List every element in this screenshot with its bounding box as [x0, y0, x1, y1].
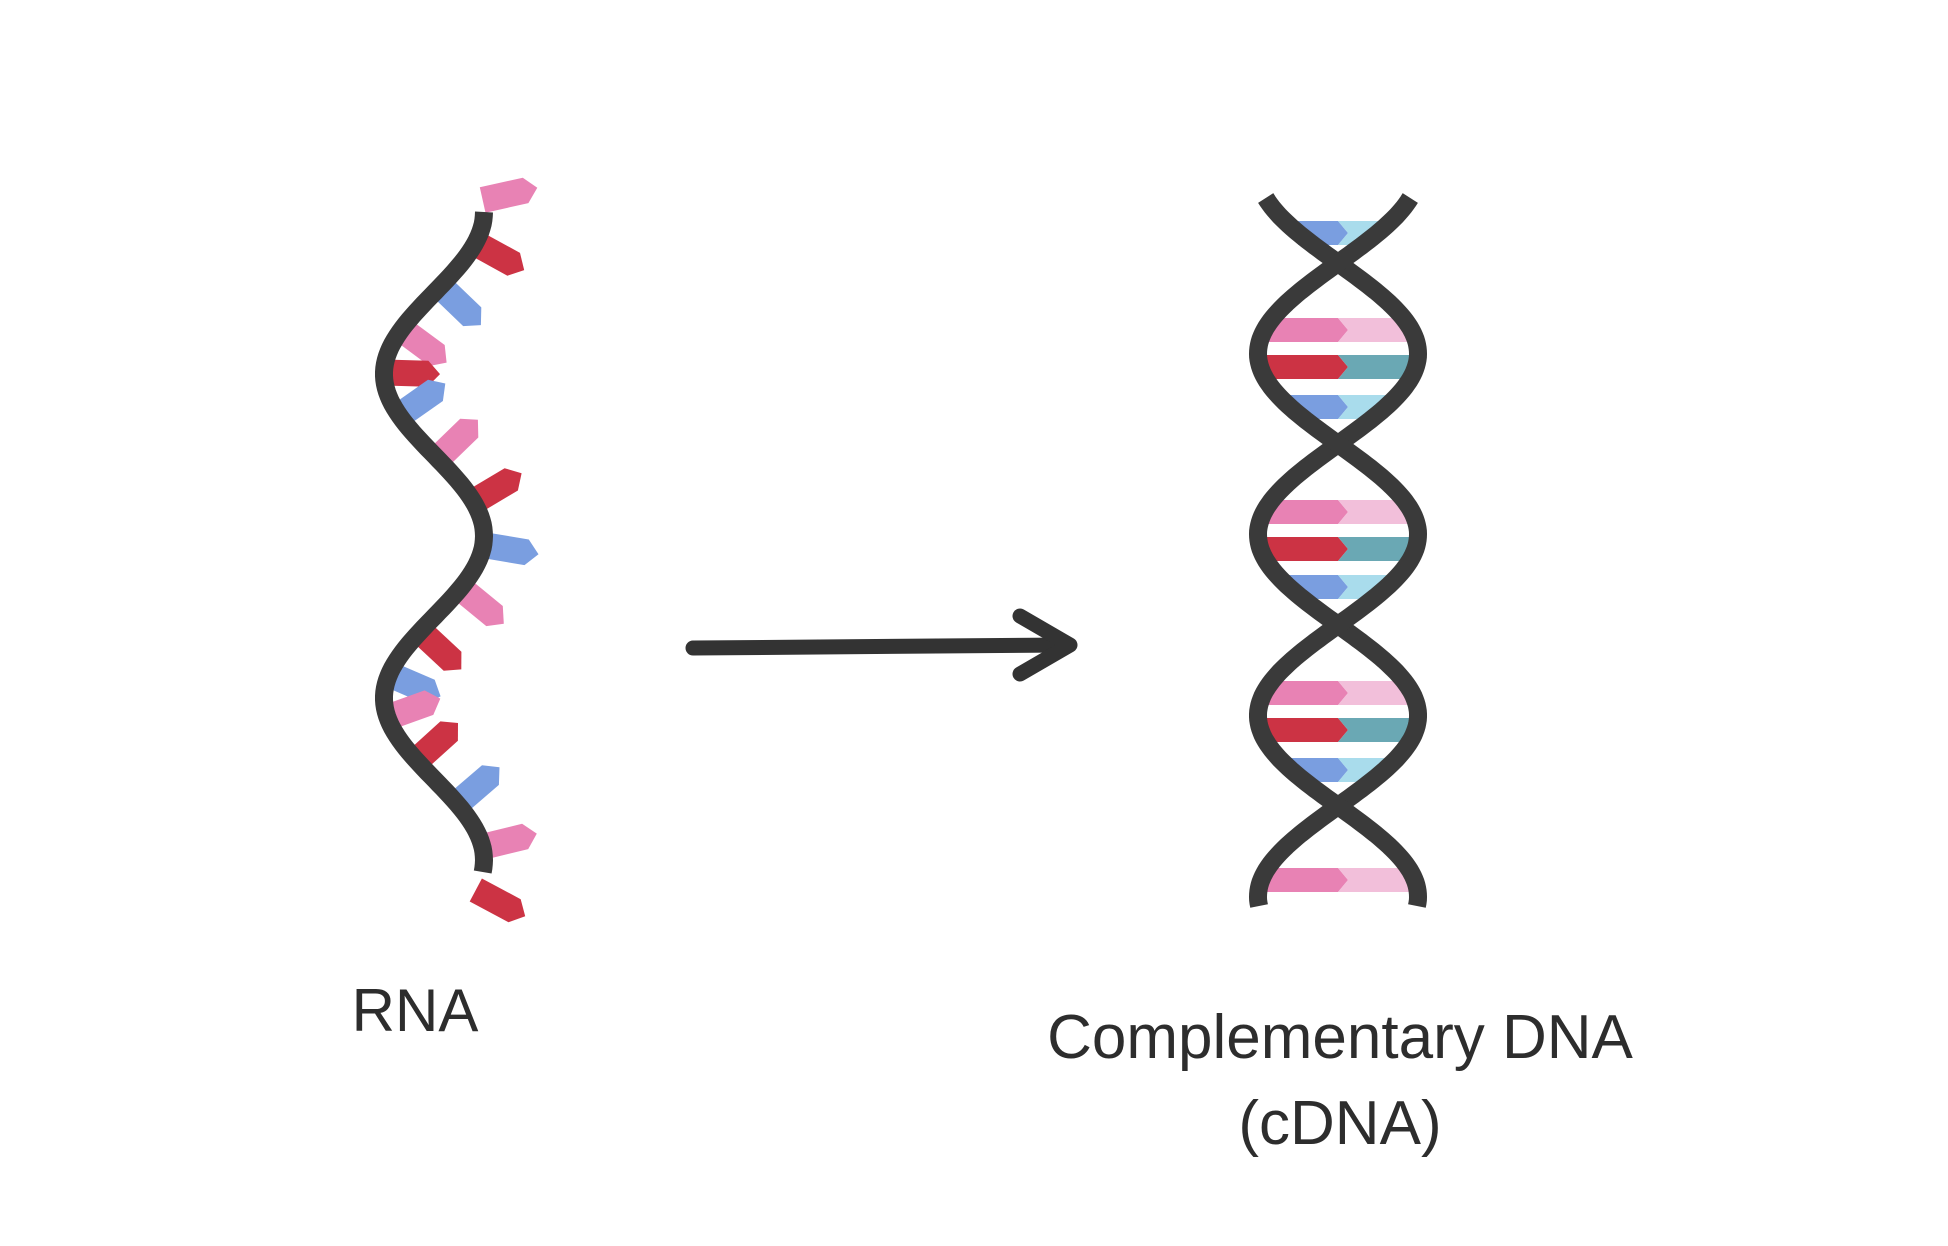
cdna-base-pink-light	[1338, 681, 1412, 705]
cdna-backbone-strand-1	[1248, 193, 1428, 908]
cdna-double-helix	[1248, 193, 1428, 908]
cdna-label: Complementary DNA (cDNA)	[990, 995, 1690, 1167]
cdna-base-pink-light	[1338, 318, 1412, 342]
cdna-base-teal	[1338, 355, 1416, 379]
cdna-base-teal	[1338, 718, 1416, 742]
rna-label: RNA	[351, 977, 479, 1044]
rna-base-red	[383, 359, 440, 387]
cdna-base-pink	[1264, 318, 1348, 342]
arrow-head	[1012, 608, 1078, 682]
rna-backbone	[375, 211, 494, 874]
cdna-base-red	[1260, 355, 1348, 379]
cdna-base-red	[1260, 718, 1348, 742]
rna-strand	[375, 177, 539, 923]
conversion-arrow	[685, 608, 1078, 682]
cdna-label-line2: (cDNA)	[1238, 1089, 1442, 1158]
cdna-backbone-strand-2	[1248, 193, 1428, 908]
cdna-label-line1: Complementary DNA	[1047, 1003, 1633, 1072]
cdna-base-red	[1260, 537, 1348, 561]
cdna-base-teal	[1338, 537, 1416, 561]
cdna-base-pink-light	[1338, 500, 1412, 524]
rna-base-pink	[479, 177, 538, 213]
arrow-shaft	[685, 637, 1076, 656]
cdna-base-pink	[1264, 500, 1348, 524]
cdna-base-pink	[1261, 868, 1348, 892]
cdna-base-pink-light	[1338, 868, 1415, 892]
cdna-base-pink	[1264, 681, 1348, 705]
rna-base-pink	[479, 823, 537, 860]
rna-base-red	[469, 878, 526, 923]
rna-base-blue	[481, 532, 539, 566]
